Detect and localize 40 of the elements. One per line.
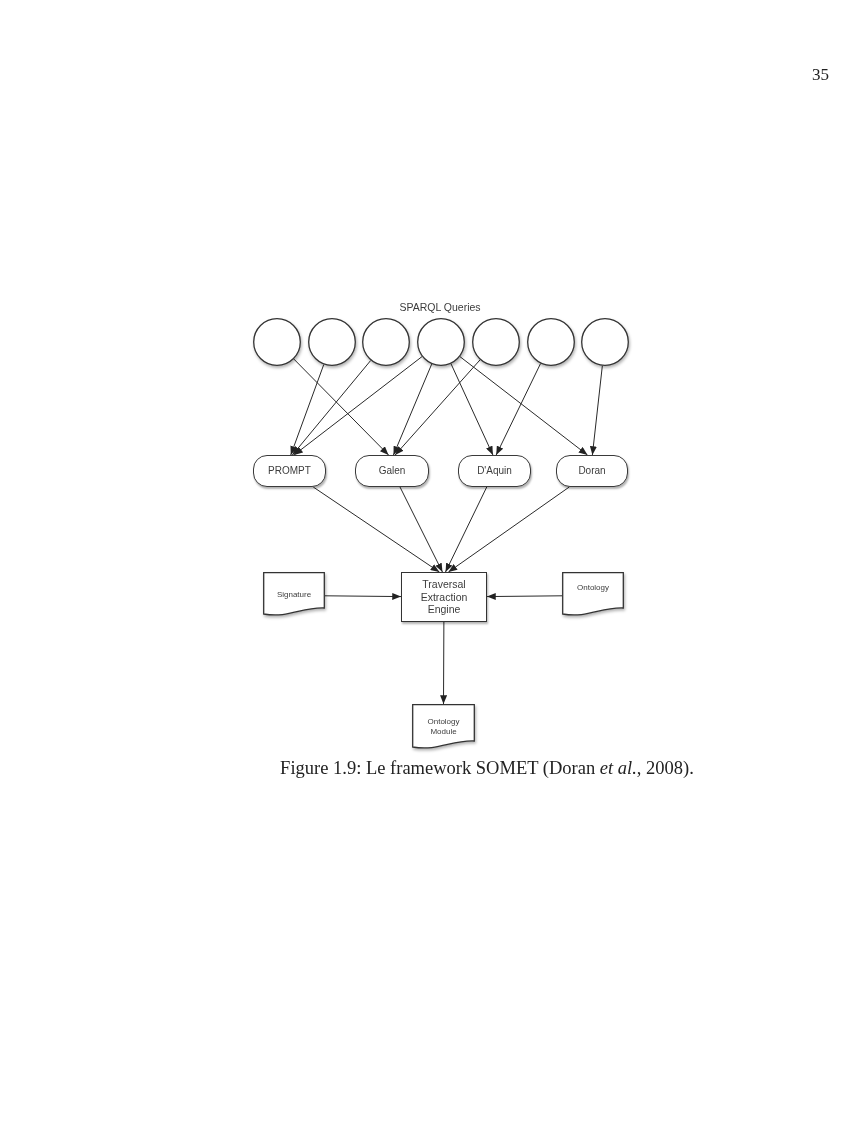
circle	[253, 318, 301, 366]
rounded-box	[253, 455, 326, 487]
arrow	[291, 360, 372, 456]
circle	[417, 318, 465, 366]
circle	[527, 318, 575, 366]
arrow	[589, 365, 603, 456]
box-label: Traversal Extraction Engine	[419, 578, 469, 616]
rounded-box	[355, 455, 429, 487]
box-label: PROMPT	[268, 465, 311, 477]
arrow	[445, 486, 488, 573]
arrow	[312, 486, 440, 573]
page-number: 35	[812, 65, 829, 85]
arrow	[495, 363, 542, 456]
process-box	[401, 572, 487, 622]
group-heading: SPARQL Queries	[399, 301, 481, 314]
arrow	[293, 356, 423, 456]
arrow	[394, 359, 481, 456]
document-label: Ontology Module	[426, 717, 461, 737]
arrow	[399, 486, 443, 573]
arrow	[447, 486, 570, 573]
arrow	[324, 593, 402, 600]
box-label: D'Aquin	[477, 465, 512, 477]
arrow	[450, 363, 494, 456]
document-label: Ontology	[576, 583, 610, 593]
circle	[581, 318, 629, 366]
rounded-box	[458, 455, 531, 487]
arrow	[459, 356, 588, 456]
circle	[472, 318, 520, 366]
arrow	[486, 593, 563, 600]
arrow	[392, 363, 433, 456]
document-label: Signature	[275, 590, 313, 600]
box-label: Galen	[378, 465, 406, 477]
rounded-box	[556, 455, 628, 487]
circle	[362, 318, 410, 366]
figure-caption: Figure 1.9: Le framework SOMET (Doran et al., 2008).	[280, 757, 694, 780]
arrow	[290, 364, 325, 456]
circle	[308, 318, 356, 366]
arrow	[293, 358, 390, 456]
arrow	[440, 621, 448, 705]
box-label: Doran	[578, 465, 606, 477]
